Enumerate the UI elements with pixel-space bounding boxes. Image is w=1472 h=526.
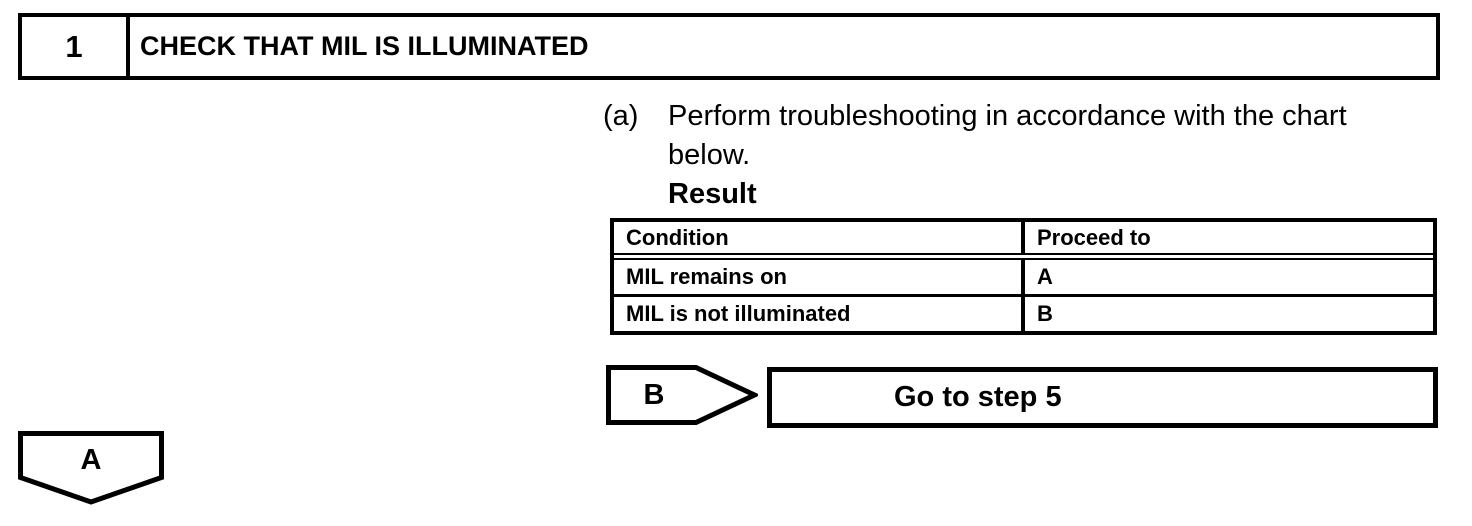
cell-condition: MIL remains on [614, 260, 1025, 294]
step-header-bar: 1 CHECK THAT MIL IS ILLUMINATED [18, 13, 1440, 80]
instruction-line-1: Perform troubleshooting in accordance wi… [668, 100, 1347, 132]
instruction-block: (a) Perform troubleshooting in accordanc… [603, 97, 1347, 214]
cell-proceed-to: A [1037, 264, 1053, 289]
step-title: CHECK THAT MIL IS ILLUMINATED [140, 31, 589, 61]
table-header-row: Condition Proceed to [614, 222, 1433, 260]
connector-a: A [18, 431, 164, 505]
instruction-line-2: below. [668, 139, 751, 171]
b-arrow-pentagon-shape [606, 365, 758, 425]
a-flag-pentagon-shape [18, 431, 164, 505]
result-label: Result [668, 178, 757, 210]
goto-step-box: Go to step 5 [767, 367, 1438, 428]
column-header-proceed-to: Proceed to [1037, 224, 1151, 250]
instruction-marker: (a) [603, 100, 639, 132]
goto-step-label: Go to step 5 [894, 381, 1062, 413]
step-number: 1 [22, 17, 130, 76]
table-row: MIL is not illuminated B [614, 297, 1433, 331]
table-row: MIL remains on A [614, 260, 1433, 297]
cell-proceed-to: B [1037, 301, 1053, 326]
connector-b: B [606, 365, 758, 425]
result-table: Condition Proceed to MIL remains on A MI… [610, 218, 1437, 335]
instruction-text: Perform troubleshooting in accordance wi… [668, 97, 1347, 214]
connector-b-label: B [643, 378, 665, 411]
connector-a-label: A [80, 443, 102, 476]
column-header-condition: Condition [614, 222, 1025, 253]
cell-condition: MIL is not illuminated [614, 297, 1025, 331]
